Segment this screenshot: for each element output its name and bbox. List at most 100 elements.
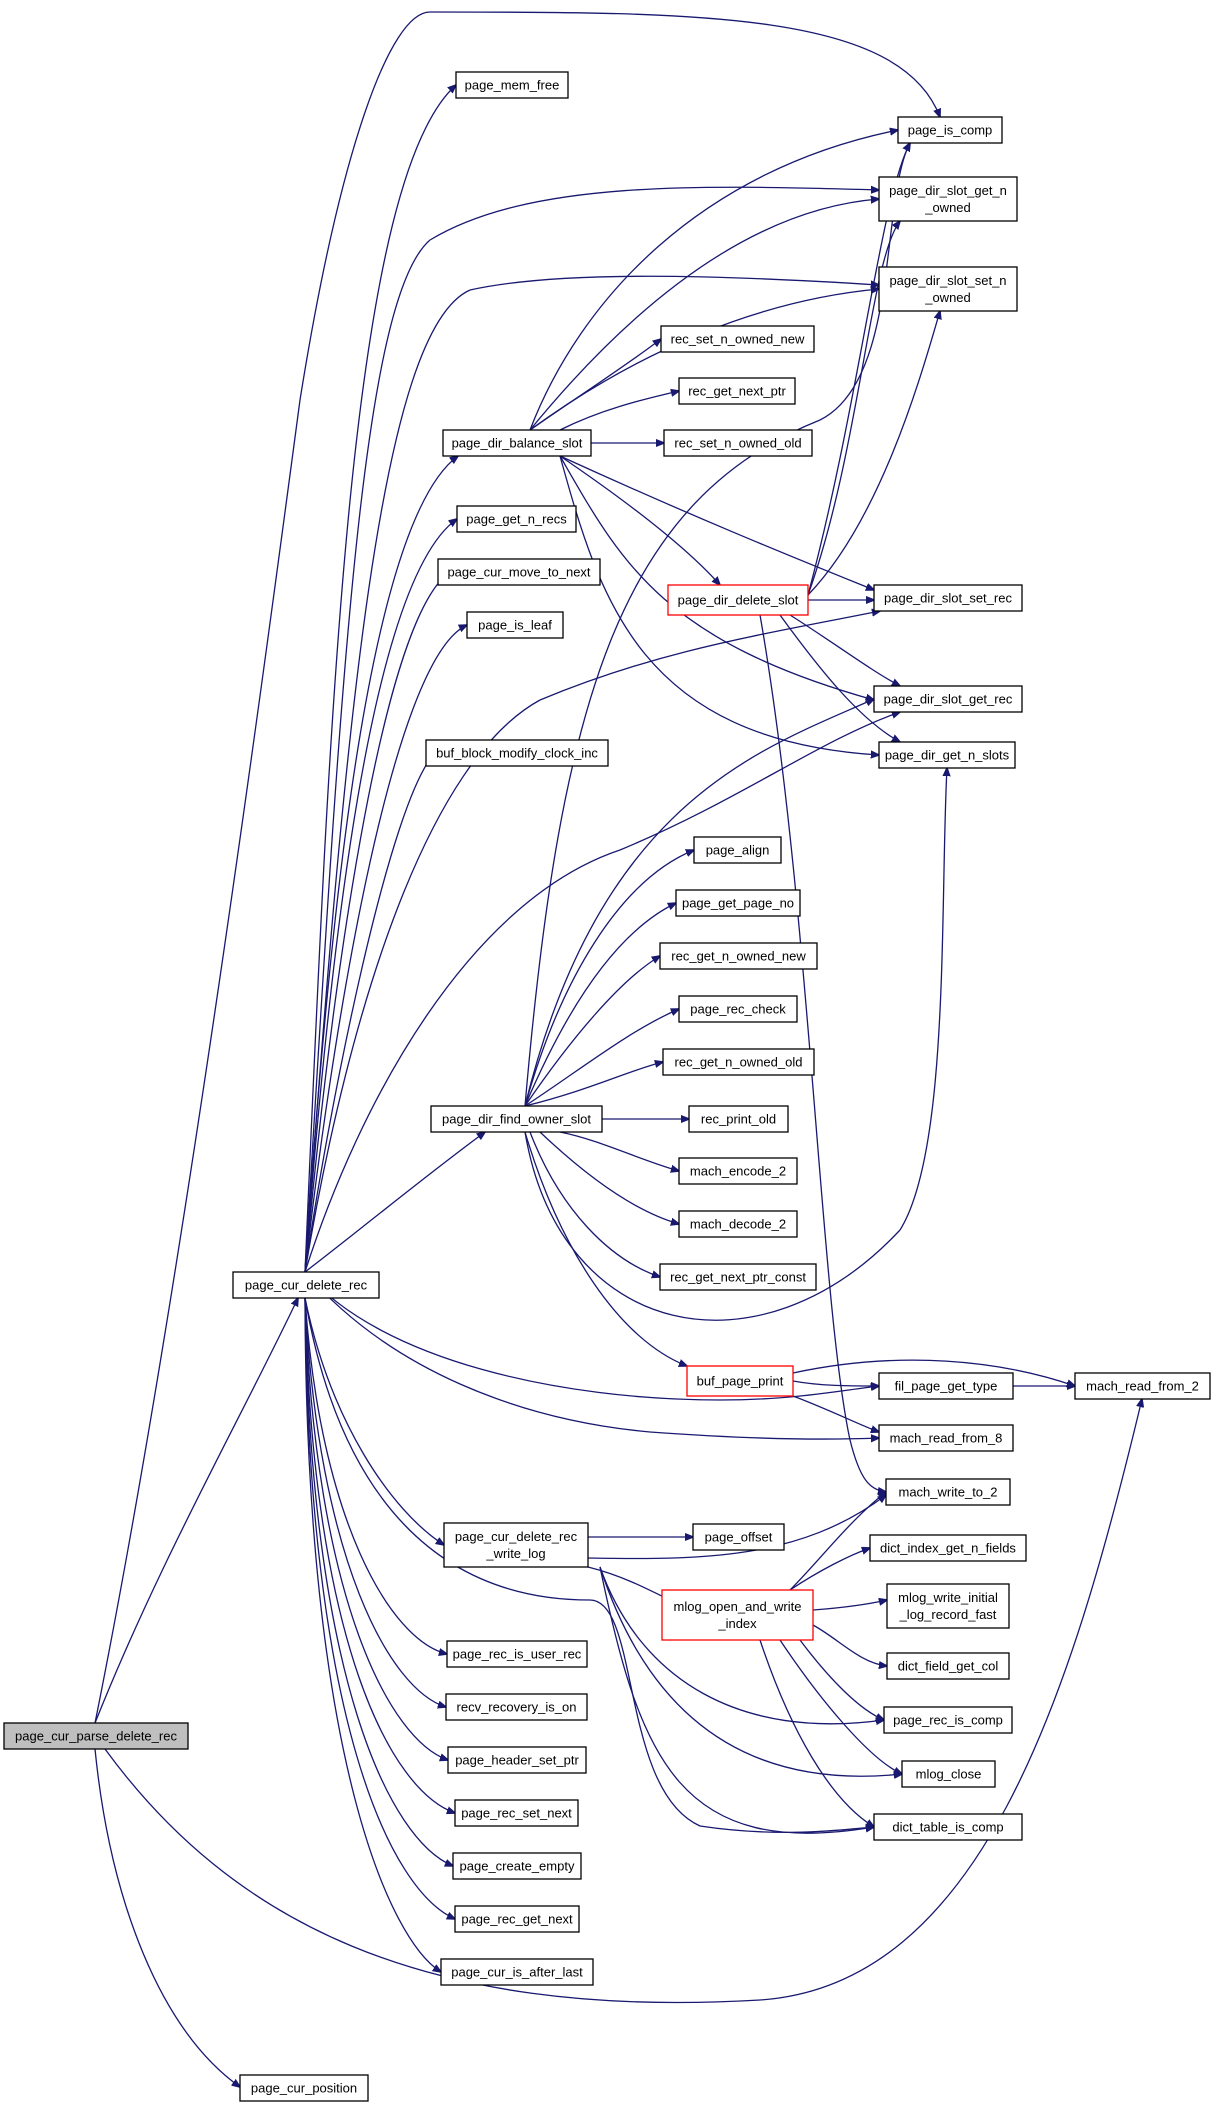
node-dir-balance-slot[interactable]: page_dir_balance_slot: [442, 429, 592, 457]
node-label: buf_block_modify_clock_inc: [436, 746, 598, 761]
node-is-after-last[interactable]: page_cur_is_after_last: [440, 1958, 594, 1986]
node-label: page_get_page_no: [682, 896, 794, 911]
node-label: page_rec_is_comp: [893, 1713, 1003, 1728]
node-move-to-next[interactable]: page_cur_move_to_next: [437, 558, 601, 586]
call-edges: [94, 11, 1142, 2087]
edge-mlog-to-mlog-close: [779, 1639, 902, 1774]
call-nodes: page_cur_parse_delete_rec page_cur_delete…: [3, 71, 1211, 2102]
node-slot-set-rec[interactable]: page_dir_slot_set_rec: [873, 584, 1023, 612]
node-rec-get-next[interactable]: page_rec_get_next: [454, 1905, 580, 1933]
node-dir-find-owner[interactable]: page_dir_find_owner_slot: [430, 1105, 603, 1133]
node-box: [886, 1652, 1010, 1680]
node-mach-read-from-2[interactable]: mach_read_from_2: [1074, 1372, 1211, 1400]
node-dir-delete-slot[interactable]: page_dir_delete_slot: [667, 584, 809, 616]
node-get-n-slots[interactable]: page_dir_get_n_slots: [878, 741, 1016, 769]
node-delete-rec-write-log[interactable]: page_cur_delete_rec_write_log: [443, 1522, 589, 1568]
node-rec-is-user-rec[interactable]: page_rec_is_user_rec: [446, 1640, 588, 1668]
node-label: page_offset: [705, 1530, 773, 1545]
node-page-rec-is-comp[interactable]: page_rec_is_comp: [883, 1706, 1013, 1734]
node-box: [693, 836, 782, 864]
node-rec-check[interactable]: page_rec_check: [678, 995, 798, 1023]
node-dict-table-is-comp[interactable]: dict_table_is_comp: [873, 1813, 1023, 1841]
node-label: page_header_set_ptr: [455, 1753, 579, 1768]
node-parse-delete-rec[interactable]: page_cur_parse_delete_rec: [3, 1722, 189, 1750]
node-label: page_mem_free: [465, 78, 560, 93]
node-mlog-open-write-index[interactable]: mlog_open_and_write_index: [661, 1589, 814, 1641]
edge-del-to-mach-read-8: [304, 1271, 651, 1433]
node-box: [878, 266, 1018, 312]
edge-find-to-get-n-slots-b: [899, 768, 947, 1231]
node-delete-rec[interactable]: page_cur_delete_rec: [232, 1271, 380, 1299]
edge-find-to-slot-get-rec: [524, 699, 874, 1107]
node-mach-write-to-2[interactable]: mach_write_to_2: [885, 1478, 1011, 1506]
node-page-is-comp[interactable]: page_is_comp: [897, 116, 1003, 144]
node-label: mlog_open_and_write: [674, 1599, 802, 1614]
edge-del-to-slot-get-rec: [304, 849, 621, 1273]
node-get-n-recs[interactable]: page_get_n_recs: [456, 505, 577, 533]
edge-bal-to-slot-set-rec: [559, 455, 874, 590]
node-page-is-leaf[interactable]: page_is_leaf: [466, 611, 564, 639]
node-page-cur-position[interactable]: page_cur_position: [239, 2074, 369, 2102]
edge-delslot-to-get-n-slots: [779, 614, 900, 742]
node-rec-get-n-owned-old[interactable]: rec_get_n_owned_old: [662, 1048, 815, 1076]
node-box: [688, 1105, 789, 1133]
node-page-align[interactable]: page_align: [693, 836, 782, 864]
node-box: [873, 685, 1023, 713]
node-mach-decode-2[interactable]: mach_decode_2: [678, 1210, 798, 1238]
node-label: page_dir_slot_get_rec: [884, 692, 1013, 707]
edge-del-to-recv-recovery: [304, 1297, 446, 1707]
node-label: rec_get_n_owned_old: [675, 1055, 803, 1070]
node-rec-get-n-owned-new[interactable]: rec_get_n_owned_new: [659, 942, 818, 970]
node-rec-set-next[interactable]: page_rec_set_next: [454, 1799, 579, 1827]
edge-parse-to-mach-read-2: [104, 1748, 761, 2004]
node-dict-field-get-col[interactable]: dict_field_get_col: [886, 1652, 1010, 1680]
edge-del-to-rec-is-user: [304, 1297, 447, 1654]
node-box: [1074, 1372, 1211, 1400]
node-get-page-no[interactable]: page_get_page_no: [675, 889, 801, 917]
edge-del-to-move-next: [304, 572, 450, 1273]
node-box: [878, 741, 1016, 769]
node-mlog-close[interactable]: mlog_close: [901, 1760, 996, 1788]
node-rec-get-next-ptr-const[interactable]: rec_get_next_ptr_const: [659, 1263, 817, 1291]
node-recv-recovery[interactable]: recv_recovery_is_on: [445, 1693, 588, 1721]
node-label: recv_recovery_is_on: [457, 1700, 577, 1715]
node-box: [873, 584, 1023, 612]
node-header-set-ptr[interactable]: page_header_set_ptr: [447, 1746, 587, 1774]
node-box: [443, 1522, 589, 1568]
edge-bal-to-delete-slot: [559, 455, 720, 585]
node-rec-print-old[interactable]: rec_print_old: [688, 1105, 789, 1133]
node-fil-page-get-type[interactable]: fil_page_get_type: [878, 1372, 1014, 1400]
node-label: mlog_write_initial: [898, 1590, 998, 1605]
node-mlog-write-initial[interactable]: mlog_write_initial_log_record_fast: [886, 1583, 1010, 1629]
node-mach-encode-2[interactable]: mach_encode_2: [678, 1157, 798, 1185]
node-slot-get-n-owned[interactable]: page_dir_slot_get_n_owned: [878, 176, 1018, 222]
node-slot-get-rec[interactable]: page_dir_slot_get_rec: [873, 685, 1023, 713]
node-label: dict_index_get_n_fields: [880, 1541, 1016, 1556]
node-rec-set-n-owned-new[interactable]: rec_set_n_owned_new: [660, 325, 815, 353]
node-mach-read-from-8[interactable]: mach_read_from_8: [878, 1424, 1014, 1452]
node-label: page_cur_parse_delete_rec: [15, 1729, 177, 1744]
node-rec-get-next-ptr[interactable]: rec_get_next_ptr: [678, 377, 796, 405]
node-create-empty[interactable]: page_create_empty: [452, 1852, 582, 1880]
node-buf-block-modify[interactable]: buf_block_modify_clock_inc: [425, 739, 609, 767]
edge-find-to-rec-next-const: [529, 1131, 660, 1277]
node-page-offset[interactable]: page_offset: [692, 1523, 785, 1551]
node-label: _owned: [924, 200, 971, 215]
node-label: rec_get_next_ptr_const: [670, 1270, 806, 1285]
node-box: [442, 429, 592, 457]
edge-delslot-to-page-is-comp: [807, 143, 910, 596]
node-box: [873, 1813, 1023, 1841]
edge-find-to-get-page-no: [524, 903, 676, 1107]
edge-del-to-get-n-recs: [304, 519, 457, 1273]
edge-find-to-mach-decode: [539, 1131, 679, 1224]
edge-del-to-slot-get-n-owned: [304, 239, 431, 1273]
edge-del-to-slot-set-rec: [304, 699, 541, 1273]
node-slot-set-n-owned[interactable]: page_dir_slot_set_n_owned: [878, 266, 1018, 312]
node-box: [454, 1799, 579, 1827]
node-page-mem-free[interactable]: page_mem_free: [455, 71, 569, 99]
edge-find-to-rec-check: [524, 1009, 679, 1107]
node-buf-page-print[interactable]: buf_page_print: [686, 1365, 794, 1397]
node-dict-index-get-n-fields[interactable]: dict_index_get_n_fields: [869, 1534, 1027, 1562]
edge-find-to-rec-get-old: [524, 1062, 663, 1107]
node-rec-set-n-owned-old[interactable]: rec_set_n_owned_old: [663, 429, 813, 457]
